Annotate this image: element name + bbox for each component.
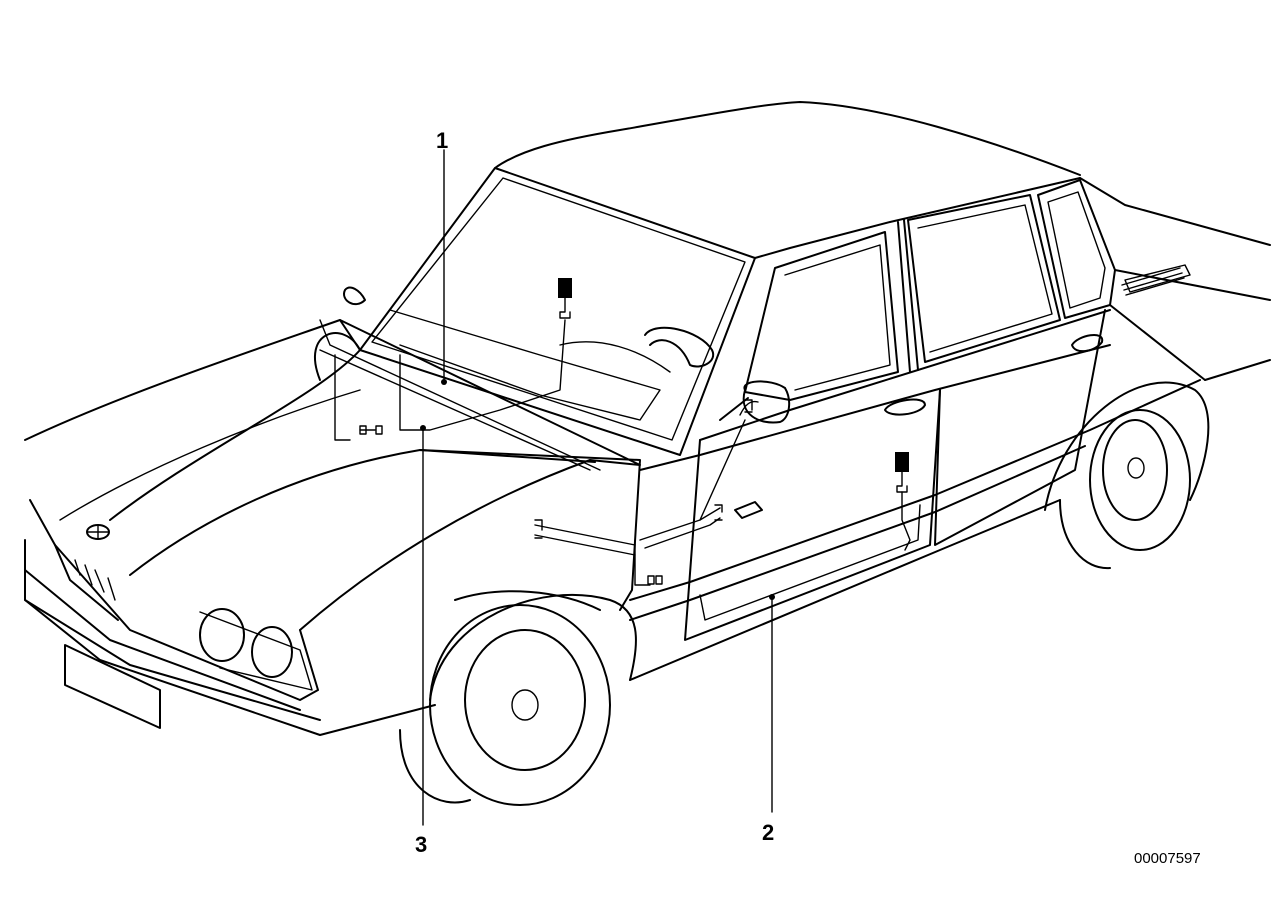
callout-1-label: 1 [436, 128, 448, 153]
car-outline [24, 101, 1271, 806]
hood [24, 319, 361, 521]
callout-1: 1 [436, 128, 448, 385]
belt-line [699, 309, 1111, 441]
front-grille [29, 499, 319, 701]
trunk [1079, 177, 1271, 246]
rear-door [934, 309, 1106, 546]
bmw-emblem-icon [86, 524, 110, 540]
wiring-harness [319, 278, 911, 586]
windshield [359, 167, 756, 456]
callout-3-label: 3 [415, 832, 427, 857]
c-pillar-vent [1121, 267, 1185, 296]
callout-2: 2 [762, 594, 775, 845]
front-wheel [399, 590, 611, 806]
connector-dash-icon [558, 278, 572, 319]
quarter-window [1037, 179, 1116, 319]
front-bumper [24, 539, 321, 721]
roof [494, 101, 1081, 176]
steering-wheel [644, 326, 715, 368]
window-switch-icon [734, 501, 763, 519]
side-mirror [719, 380, 791, 424]
rear-wheel [1044, 381, 1210, 570]
front-door [684, 389, 941, 641]
callout-2-label: 2 [762, 820, 774, 845]
headlights [199, 608, 313, 691]
diagram-number: 00007597 [1134, 850, 1201, 867]
rear-side-window [907, 194, 1061, 363]
callout-3: 3 [415, 425, 427, 857]
front-side-window [744, 231, 899, 401]
front-fender [419, 449, 641, 611]
a-pillar [754, 177, 1081, 259]
connector-door-icon [895, 452, 911, 551]
